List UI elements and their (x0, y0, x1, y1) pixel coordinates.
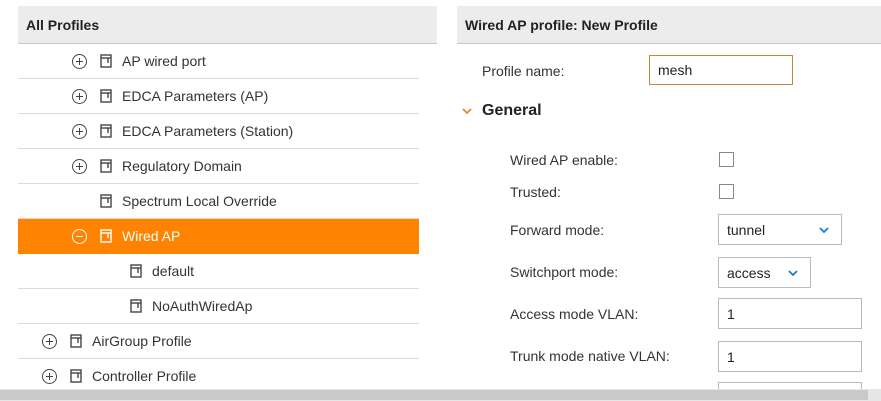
forward-mode-label: Forward mode: (510, 222, 605, 238)
next-field-input[interactable] (718, 382, 862, 389)
profile-name-input[interactable] (649, 55, 793, 85)
tree-row-label: Wired AP (122, 228, 181, 244)
tree-row-label: Regulatory Domain (122, 158, 242, 174)
tree-row[interactable]: Wired AP (18, 219, 419, 254)
tree-row-label: AP wired port (122, 53, 206, 69)
forward-mode-value: tunnel (727, 221, 766, 238)
profile-editor-title: Wired AP profile: New Profile (457, 6, 881, 44)
profile-doc-icon (70, 369, 82, 383)
profile-doc-icon (70, 334, 82, 348)
wired-ap-enable-checkbox[interactable] (719, 152, 734, 167)
profile-doc-icon (130, 264, 142, 278)
profile-doc-icon (130, 299, 142, 313)
tree-row-label: Controller Profile (92, 368, 197, 384)
tree-row[interactable]: Regulatory Domain (18, 149, 419, 184)
wired-ap-profile-panel: Wired AP profile: New Profile Profile na… (457, 6, 881, 389)
profile-doc-icon (100, 124, 112, 138)
tree-row[interactable]: default (18, 254, 419, 289)
trunk-native-vlan-input[interactable] (718, 341, 862, 372)
tree-row-label: default (152, 263, 195, 279)
minus-circle-icon[interactable] (72, 229, 87, 244)
tree-row[interactable]: EDCA Parameters (Station) (18, 114, 419, 149)
profile-doc-icon (100, 229, 112, 243)
profile-doc-icon (100, 194, 112, 208)
horizontal-scrollbar[interactable] (0, 389, 881, 401)
tree-row-label: NoAuthWiredAp (152, 298, 253, 314)
tree-row[interactable]: EDCA Parameters (AP) (18, 79, 419, 114)
plus-circle-icon[interactable] (72, 124, 87, 139)
tree-row-label: AirGroup Profile (92, 333, 192, 349)
tree-row[interactable]: Spectrum Local Override (18, 184, 419, 219)
plus-circle-icon[interactable] (72, 54, 87, 69)
switchport-mode-label: Switchport mode: (510, 264, 619, 280)
wired-ap-enable-label: Wired AP enable: (510, 152, 618, 168)
chevron-down-icon (819, 227, 829, 234)
profile-doc-icon (100, 159, 112, 173)
chevron-down-icon (788, 270, 798, 277)
tree-row-label: EDCA Parameters (AP) (122, 88, 269, 104)
trunk-native-vlan-label: Trunk mode native VLAN: (510, 348, 670, 364)
switchport-mode-value: access (727, 264, 771, 281)
profile-doc-icon (100, 89, 112, 103)
plus-circle-icon[interactable] (42, 369, 57, 384)
all-profiles-header: All Profiles (18, 6, 437, 44)
plus-circle-icon[interactable] (72, 89, 87, 104)
forward-mode-select[interactable]: tunnel (718, 214, 842, 245)
tree-row[interactable]: AP wired port (18, 44, 419, 79)
plus-circle-icon[interactable] (42, 334, 57, 349)
trusted-checkbox[interactable] (719, 184, 734, 199)
access-mode-vlan-input[interactable] (718, 298, 862, 329)
horizontal-scroll-thumb[interactable] (0, 390, 868, 400)
tree-row-label: Spectrum Local Override (122, 193, 277, 209)
profile-name-label: Profile name: (482, 63, 565, 79)
tree-row[interactable]: AirGroup Profile (18, 324, 419, 359)
plus-circle-icon[interactable] (72, 159, 87, 174)
tree-row-label: EDCA Parameters (Station) (122, 123, 294, 139)
general-section-title[interactable]: General (482, 102, 542, 119)
profile-doc-icon (100, 54, 112, 68)
trusted-label: Trusted: (510, 184, 561, 200)
switchport-mode-select[interactable]: access (718, 257, 811, 288)
chevron-down-icon[interactable] (461, 105, 473, 117)
access-mode-vlan-label: Access mode VLAN: (510, 306, 639, 322)
tree-row[interactable]: NoAuthWiredAp (18, 289, 419, 324)
